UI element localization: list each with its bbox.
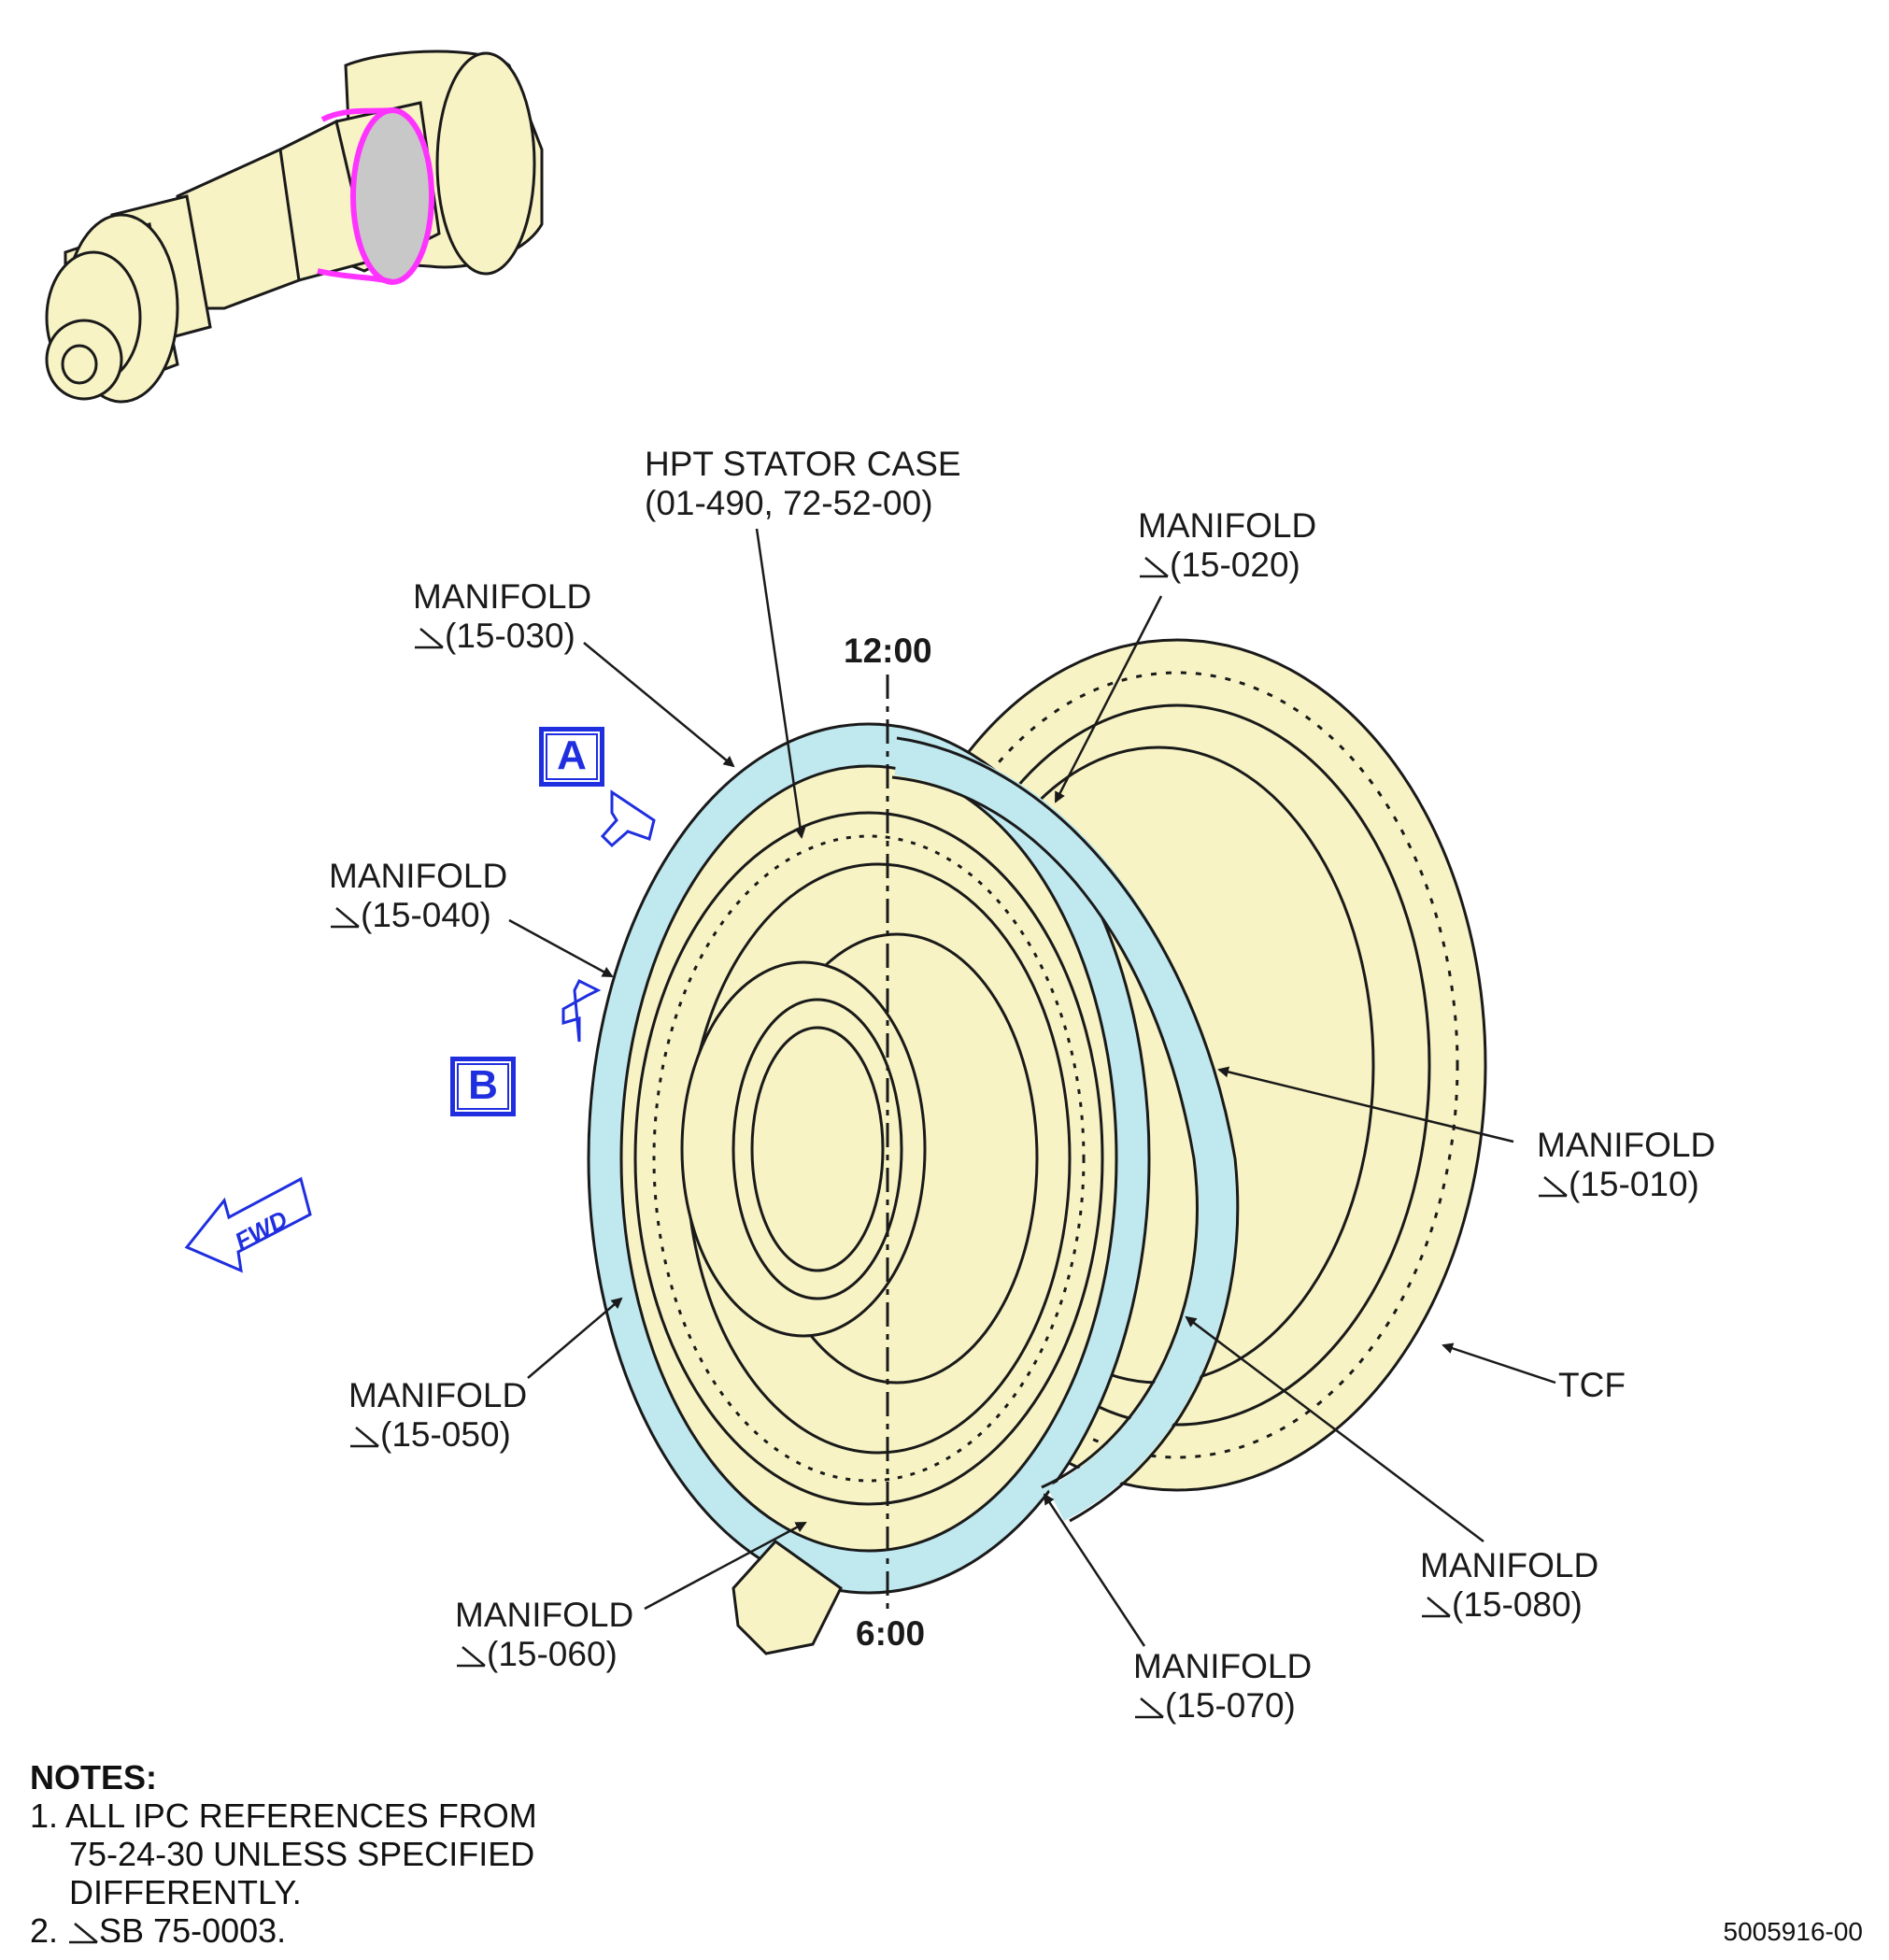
label-clock-12: 12:00 [844, 632, 932, 670]
label-manifold-15-070: MANIFOLD (15-070) [1133, 1647, 1313, 1725]
sb-triangle-icon [1539, 1176, 1568, 1198]
notes-block: NOTES: 1. ALL IPC REFERENCES FROM 75-24-… [30, 1758, 537, 1950]
sb-triangle-icon [1422, 1597, 1451, 1618]
label-tcf: TCF [1558, 1366, 1626, 1404]
view-a-label: A [539, 727, 604, 787]
note-1-line-2: 75-24-30 UNLESS SPECIFIED [69, 1835, 535, 1873]
bottom-bracket [731, 1540, 843, 1655]
engine-overview-illustration [45, 50, 544, 404]
note-1-line-3: DIFFERENTLY. [69, 1873, 302, 1911]
notes-heading: NOTES: [30, 1758, 158, 1797]
view-b-arrow [561, 978, 602, 1043]
figure-number: 5005916-00 [1723, 1917, 1863, 1946]
label-manifold-15-040: MANIFOLD (15-040) [329, 857, 508, 934]
sb-triangle-icon [350, 1427, 379, 1448]
view-b-label: B [450, 1057, 516, 1116]
sb-triangle-icon [1135, 1697, 1164, 1719]
note-1-line-1: 1. ALL IPC REFERENCES FROM [30, 1797, 537, 1835]
label-hpt-stator-case: HPT STATOR CASE (01-490, 72-52-00) [645, 445, 961, 522]
label-manifold-15-050: MANIFOLD (15-050) [348, 1376, 528, 1454]
label-clock-6: 6:00 [856, 1614, 926, 1653]
sb-triangle-icon [1140, 557, 1169, 578]
sb-triangle-icon [415, 628, 444, 649]
sb-triangle-icon [331, 907, 360, 929]
label-manifold-15-060: MANIFOLD (15-060) [455, 1596, 634, 1673]
label-manifold-15-020: MANIFOLD (15-020) [1138, 506, 1317, 584]
note-2: 2. SB 75-0003. [30, 1911, 287, 1950]
fwd-arrow: FWD [184, 1176, 312, 1273]
highlighted-section [317, 107, 434, 285]
hpt-stator-case [633, 811, 1104, 1506]
view-a-arrow [600, 789, 656, 848]
label-manifold-15-080: MANIFOLD (15-080) [1420, 1546, 1599, 1624]
leader-lines [508, 528, 1556, 1647]
label-manifold-15-030: MANIFOLD (15-030) [413, 577, 592, 655]
sb-triangle-icon [457, 1646, 486, 1668]
sb-triangle-icon [69, 1923, 98, 1944]
label-manifold-15-010: MANIFOLD (15-010) [1537, 1126, 1716, 1203]
